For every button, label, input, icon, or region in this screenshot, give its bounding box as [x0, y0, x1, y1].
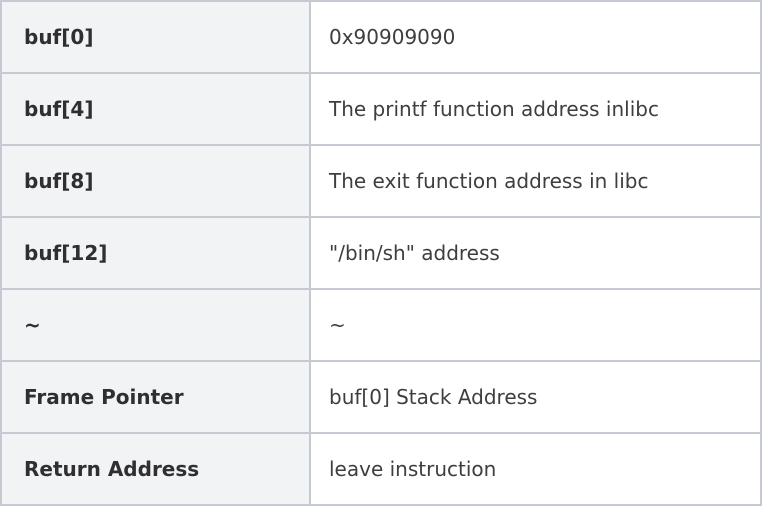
stack-slot-value: leave instruction	[309, 432, 762, 506]
stack-slot-value: "/bin/sh" address	[309, 216, 762, 290]
table-row: ~ ~	[0, 288, 762, 362]
stack-slot-label: Return Address	[0, 432, 311, 506]
stack-slot-label: buf[8]	[0, 144, 311, 218]
table-row: buf[8] The exit function address in libc	[0, 144, 762, 218]
stack-slot-value: buf[0] Stack Address	[309, 360, 762, 434]
table-row: Return Address leave instruction	[0, 432, 762, 506]
stack-slot-label: buf[0]	[0, 0, 311, 74]
table-row: buf[0] 0x90909090	[0, 0, 762, 74]
table-row: buf[12] "/bin/sh" address	[0, 216, 762, 290]
stack-slot-value: The exit function address in libc	[309, 144, 762, 218]
table-row: buf[4] The printf function address inlib…	[0, 72, 762, 146]
stack-slot-label: buf[4]	[0, 72, 311, 146]
table-row: Frame Pointer buf[0] Stack Address	[0, 360, 762, 434]
stack-slot-label: Frame Pointer	[0, 360, 311, 434]
stack-slot-label: buf[12]	[0, 216, 311, 290]
stack-slot-label: ~	[0, 288, 311, 362]
stack-slot-value: ~	[309, 288, 762, 362]
stack-slot-value: 0x90909090	[309, 0, 762, 74]
stack-slot-value: The printf function address inlibc	[309, 72, 762, 146]
